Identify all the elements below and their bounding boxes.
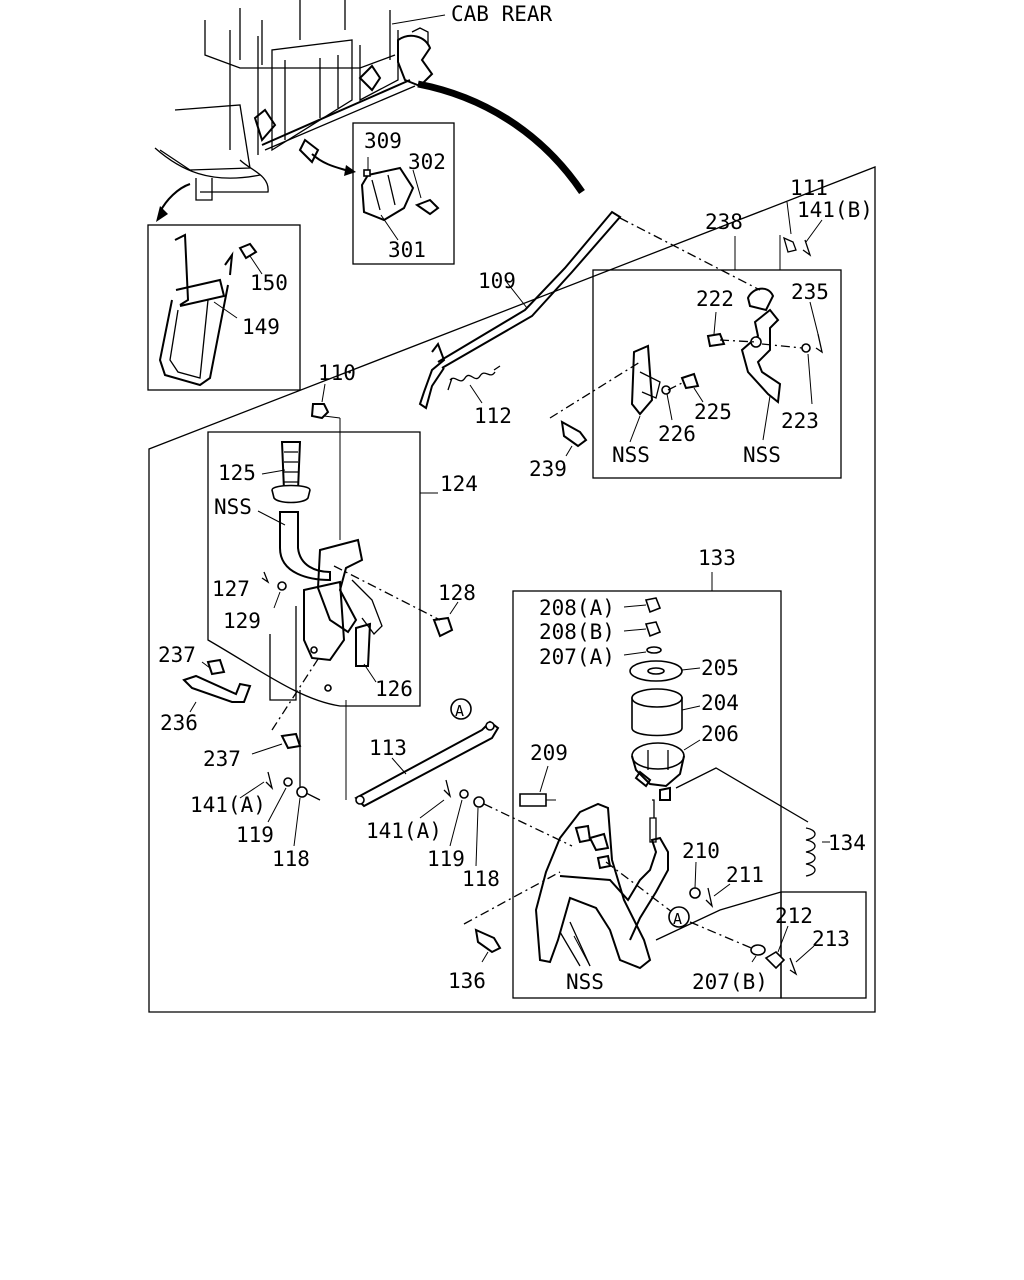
leader-128-plate [333, 565, 441, 621]
washer-119-mid [459, 789, 469, 799]
rod-113 [345, 700, 500, 808]
marker-a-upper [450, 698, 472, 720]
nut-110 [310, 403, 330, 420]
main-frame [148, 166, 876, 1013]
leader-118-left [299, 690, 321, 801]
callout-222: 222 [696, 287, 734, 311]
nss-label-2: NSS [743, 443, 781, 467]
cab-rear-label: CAB REAR [451, 2, 553, 26]
leader-111 [786, 201, 792, 235]
pin-141b [802, 239, 812, 257]
callout-238: 238 [705, 210, 743, 234]
callout-205: 205 [701, 656, 739, 680]
callout-111: 111 [790, 176, 828, 200]
callout-109: 109 [478, 269, 516, 293]
callout-150: 150 [250, 271, 288, 295]
callout-133: 133 [698, 546, 736, 570]
nss-label-1: NSS [612, 443, 650, 467]
callout-236: 236 [160, 711, 198, 735]
callout-129: 129 [223, 609, 261, 633]
callout-223: 223 [781, 409, 819, 433]
bolt-128 [432, 616, 454, 638]
callout-119-left: 119 [236, 823, 274, 847]
leader-109-238 [619, 217, 761, 291]
nss-label-4: NSS [566, 970, 604, 994]
washer-119-left [283, 777, 293, 787]
callout-309: 309 [364, 129, 402, 153]
callout-126: 126 [375, 677, 413, 701]
callout-110: 110 [318, 361, 356, 385]
callout-141b: 141(B) [797, 198, 873, 222]
callout-237-upper: 237 [158, 643, 196, 667]
bolt-237-lower [280, 732, 302, 750]
bolt-237-upper [206, 658, 226, 676]
washer-111 [782, 236, 797, 253]
inset-box-149 [147, 224, 301, 391]
leader-136 [463, 871, 561, 925]
callout-141a-left: 141(A) [190, 793, 266, 817]
arrow-to-inset-149 [159, 183, 191, 213]
leader-239-bracket [549, 361, 641, 419]
pin-141a-left [265, 771, 274, 791]
callout-239: 239 [529, 457, 567, 481]
callout-127: 127 [212, 577, 250, 601]
callout-118-left: 118 [272, 847, 310, 871]
callout-237-lower: 237 [203, 747, 241, 771]
bolt-136 [474, 928, 502, 954]
assembly-box-124 [207, 415, 438, 707]
leader-141b [805, 219, 823, 243]
callout-118-mid: 118 [462, 867, 500, 891]
callout-301: 301 [388, 238, 426, 262]
callout-149: 149 [242, 315, 280, 339]
callout-128: 128 [438, 581, 476, 605]
callout-125: 125 [218, 461, 256, 485]
marker-a-lower-label: A [673, 910, 682, 928]
callout-226: 226 [658, 422, 696, 446]
washer-118-left [296, 786, 308, 798]
callout-212: 212 [775, 904, 813, 928]
callout-208b: 208(B) [539, 620, 615, 644]
leader-nss-4 [573, 935, 591, 967]
callout-119-mid: 119 [427, 847, 465, 871]
rod-109 [418, 210, 622, 410]
callout-206: 206 [701, 722, 739, 746]
callout-207a: 207(A) [539, 645, 615, 669]
callout-208a: 208(A) [539, 596, 615, 620]
callout-141a-mid: 141(A) [366, 819, 442, 843]
callout-207b: 207(B) [692, 970, 768, 994]
pin-141a-mid [443, 779, 452, 799]
bracket-236 [182, 674, 252, 703]
callout-302: 302 [408, 150, 446, 174]
callout-211: 211 [726, 863, 764, 887]
nss-label-3: NSS [214, 495, 252, 519]
callout-112: 112 [474, 404, 512, 428]
callout-235: 235 [791, 280, 829, 304]
marker-a-upper-label: A [455, 702, 464, 720]
bracket-236-leader [269, 606, 297, 701]
arrow-to-main-frame [417, 80, 585, 194]
cab-rear-illustration [154, 0, 446, 201]
callout-113: 113 [369, 736, 407, 760]
leader-237-lower [271, 655, 321, 731]
callout-225: 225 [694, 400, 732, 424]
callout-213: 213 [812, 927, 850, 951]
inset-box-238 [592, 236, 842, 479]
callout-204: 204 [701, 691, 739, 715]
inset-box-301 [352, 122, 455, 265]
callout-124: 124 [440, 472, 478, 496]
bolt-239 [560, 420, 588, 448]
assembly-box-133 [512, 572, 867, 999]
washer-118-mid [473, 796, 485, 808]
callout-136: 136 [448, 969, 486, 993]
callout-134: 134 [828, 831, 866, 855]
callout-209: 209 [530, 741, 568, 765]
leader-110 [321, 383, 326, 403]
callout-210: 210 [682, 839, 720, 863]
